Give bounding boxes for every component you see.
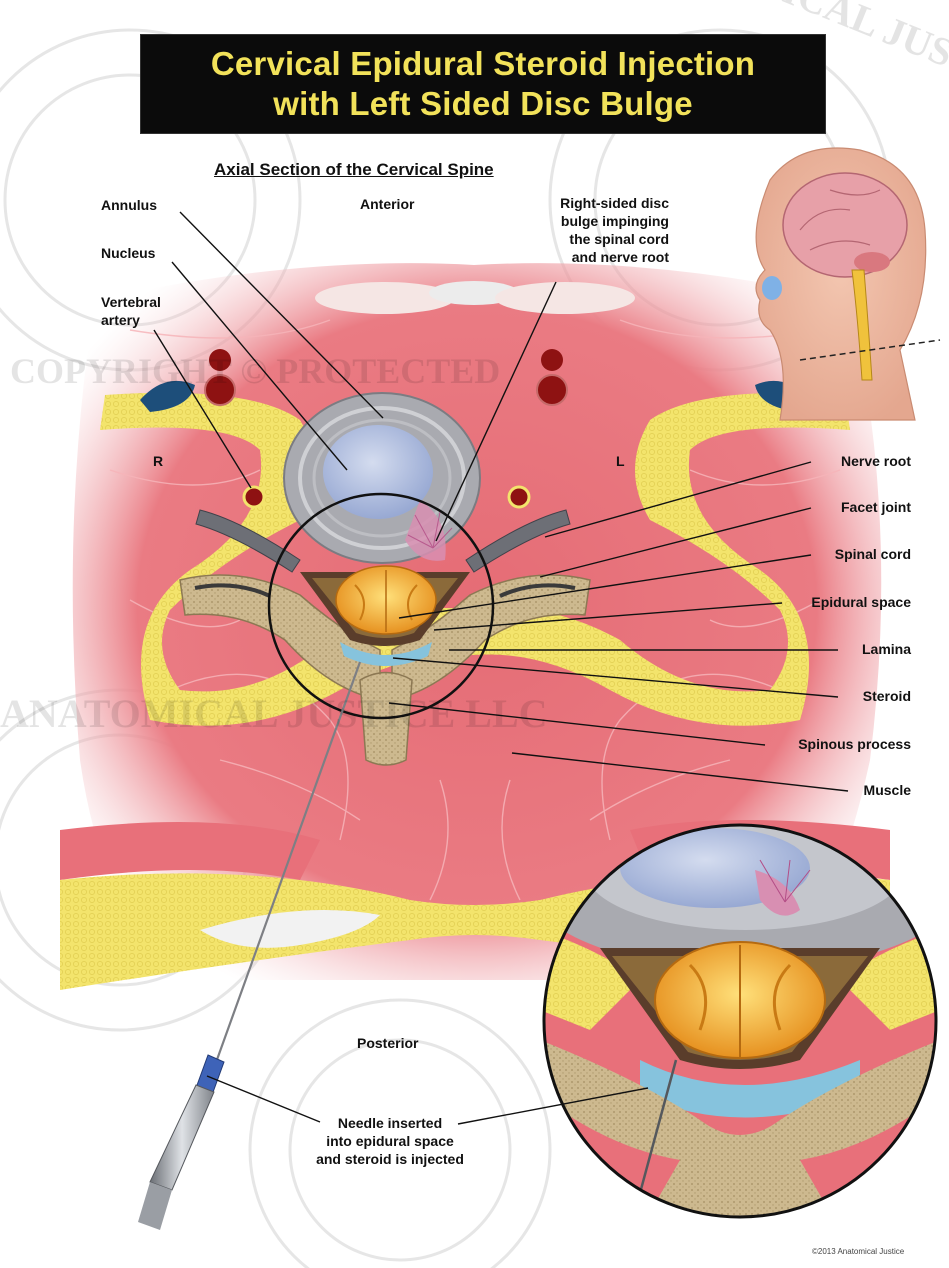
needle-label-line-2: into epidural space [300,1132,480,1150]
copyright-notice: ©2013 Anatomical Justice [812,1247,904,1256]
intervertebral-disc [284,393,480,563]
needle-label-line-3: and steroid is injected [300,1150,480,1168]
right-side-label: R [153,452,163,470]
title-line-2: with Left Sided Disc Bulge [273,84,693,124]
epidural-space-label: Epidural space [811,593,911,611]
nerve-root-label: Nerve root [841,452,911,470]
vertebral-artery-label-line-2: artery [101,311,140,329]
spinous-process-label: Spinous process [798,735,911,753]
disc-bulge-label-line-2: bulge impinging [561,212,669,230]
left-side-label: L [616,452,625,470]
section-subtitle: Axial Section of the Cervical Spine [214,160,494,180]
annulus-label: Annulus [101,196,157,214]
anterior-label: Anterior [360,195,414,213]
disc-bulge-label-line-4: and nerve root [572,248,669,266]
spinal-cord-label: Spinal cord [835,545,911,563]
disc-bulge-label-line-3: the spinal cord [569,230,669,248]
facet-joint-label: Facet joint [841,498,911,516]
muscle-label: Muscle [864,781,911,799]
nucleus-label: Nucleus [101,244,155,262]
watermark-text-protected: COPYRIGHT © PROTECTED [10,350,500,392]
disc-bulge-label-line-1: Right-sided disc [560,194,669,212]
title-banner: Cervical Epidural Steroid Injection with… [140,34,826,134]
posterior-label: Posterior [357,1034,418,1052]
head-inset [756,148,940,420]
title-line-1: Cervical Epidural Steroid Injection [211,44,755,84]
vertebral-artery-label-line-1: Vertebral [101,293,161,311]
steroid-label: Steroid [863,687,911,705]
needle-label-line-1: Needle inserted [300,1114,480,1132]
watermark-text-mid: ANATOMICAL JUSTICE LLC [0,690,548,737]
lamina-label: Lamina [862,640,911,658]
